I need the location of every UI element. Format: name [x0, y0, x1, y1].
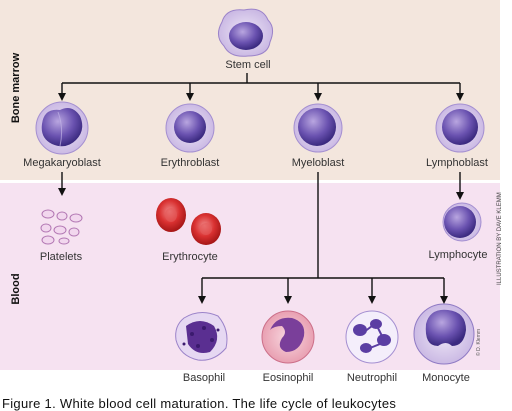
neutrophil-label: Neutrophil [346, 372, 398, 384]
eosinophil-image [261, 310, 315, 364]
lymphocyte-label: Lymphocyte [428, 249, 488, 261]
erythroblast-image [165, 103, 215, 153]
eosinophil-label: Eosinophil [262, 372, 314, 384]
megakaryoblast-image [35, 101, 89, 155]
signature-mark: © D. Klemm [475, 329, 482, 356]
figure-caption: Figure 1. White blood cell maturation. T… [2, 396, 397, 411]
connector-lines [58, 73, 464, 304]
monocyte-label: Monocyte [422, 372, 470, 384]
lymphocyte-image [442, 202, 482, 242]
erythrocyte-image [156, 198, 221, 245]
neutrophil-image [345, 310, 399, 364]
basophil-label: Basophil [182, 372, 226, 384]
basophil-image [175, 312, 228, 361]
bone-marrow-label: Bone marrow [10, 52, 22, 124]
myeloblast-image [293, 103, 343, 153]
stem-cell-image [218, 8, 274, 57]
lymphoblast-image [435, 103, 485, 153]
monocyte-image [413, 303, 475, 365]
platelets-label: Platelets [39, 251, 83, 263]
illustration-credit: ILLUSTRATION BY DAVE KLEMM [497, 192, 503, 285]
erythroblast-label: Erythroblast [160, 157, 220, 169]
megakaryoblast-label: Megakaryoblast [23, 157, 101, 169]
erythrocyte-label: Erythrocyte [162, 251, 218, 263]
myeloblast-label: Myeloblast [291, 157, 345, 169]
lymphoblast-label: Lymphoblast [426, 157, 488, 169]
platelets-image [40, 209, 83, 245]
stem-cell-label: Stem cell [225, 59, 271, 71]
